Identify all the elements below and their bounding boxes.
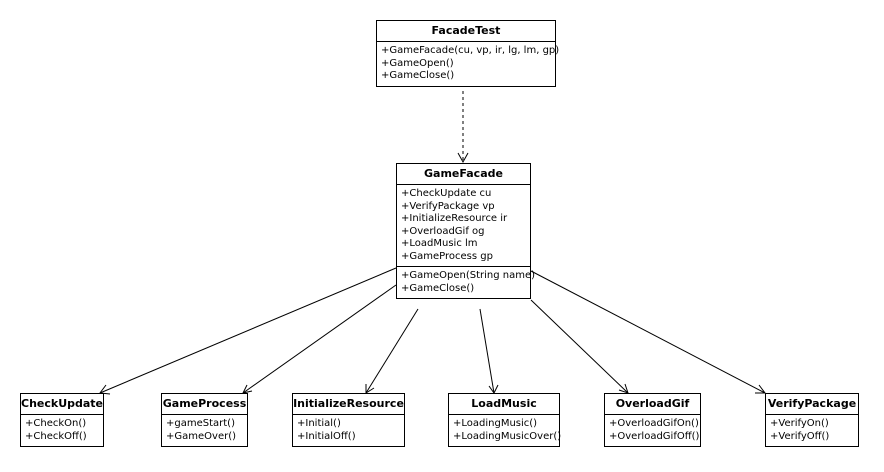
association-line-verify-package bbox=[530, 270, 766, 394]
class-name: FacadeTest bbox=[377, 21, 555, 42]
class-name: VerifyPackage bbox=[766, 394, 858, 415]
operation: +Initial() bbox=[297, 418, 341, 429]
class-name: GameFacade bbox=[397, 164, 530, 185]
operation: +VerifyOff() bbox=[770, 430, 830, 442]
association-line-overload-gif bbox=[530, 299, 629, 394]
operations-compartment: +gameStart() +GameOver() bbox=[162, 415, 247, 446]
operation: +VerifyOn() bbox=[770, 418, 829, 429]
attribute: +InitializeResource ir bbox=[401, 213, 508, 224]
class-overload-gif[interactable]: OverloadGif +OverloadGifOn() +OverloadGi… bbox=[604, 393, 701, 447]
class-name: InitializeResource bbox=[293, 394, 404, 415]
attribute: +VerifyPackage vp bbox=[401, 200, 495, 212]
class-name: GameProcess bbox=[162, 394, 247, 415]
class-facade-test[interactable]: FacadeTest +GameFacade(cu, vp, ir, lg, l… bbox=[376, 20, 560, 87]
operation: +CheckOff() bbox=[25, 430, 87, 442]
operation: +InitialOff() bbox=[297, 430, 356, 442]
operations-compartment: +GameFacade(cu, vp, ir, lg, lm, gp) +Gam… bbox=[377, 42, 560, 86]
operations-compartment: +Initial() +InitialOff() bbox=[293, 415, 404, 446]
operation: +LoadingMusicOver() bbox=[453, 430, 562, 442]
operation: +GameOver() bbox=[166, 430, 237, 442]
class-name: LoadMusic bbox=[449, 394, 559, 415]
operation: +GameClose() bbox=[401, 282, 475, 294]
class-name: OverloadGif bbox=[605, 394, 700, 415]
operation: +GameFacade(cu, vp, ir, lg, lm, gp) bbox=[381, 45, 560, 56]
operation: +CheckOn() bbox=[25, 418, 87, 429]
association-line-initialize-resource bbox=[365, 308, 419, 394]
operation: +OverloadGifOff() bbox=[609, 430, 700, 442]
operations-compartment: +LoadingMusic() +LoadingMusicOver() bbox=[449, 415, 562, 446]
operation: +LoadingMusic() bbox=[453, 418, 538, 429]
operations-compartment: +GameOpen(String name) +GameClose() bbox=[397, 267, 536, 298]
attribute: +OverloadGif og bbox=[401, 225, 485, 237]
association-line-load-music bbox=[479, 308, 495, 394]
operations-compartment: +CheckOn() +CheckOff() bbox=[21, 415, 103, 446]
operation: +GameClose() bbox=[381, 70, 455, 81]
operation: +gameStart() bbox=[166, 418, 235, 429]
class-name: CheckUpdate bbox=[21, 394, 103, 415]
operation: +GameOpen() bbox=[381, 57, 454, 69]
class-game-facade[interactable]: GameFacade +CheckUpdate cu +VerifyPackag… bbox=[396, 163, 536, 299]
operations-compartment: +OverloadGifOn() +OverloadGifOff() bbox=[605, 415, 700, 446]
association-line-game-process bbox=[242, 284, 397, 394]
operation: +GameOpen(String name) bbox=[401, 270, 536, 281]
class-load-music[interactable]: LoadMusic +LoadingMusic() +LoadingMusicO… bbox=[448, 393, 562, 447]
operations-compartment: +VerifyOn() +VerifyOff() bbox=[766, 415, 858, 446]
class-game-process[interactable]: GameProcess +gameStart() +GameOver() bbox=[161, 393, 248, 447]
dependency-arrowhead bbox=[457, 152, 469, 164]
attributes-compartment: +CheckUpdate cu +VerifyPackage vp +Initi… bbox=[397, 185, 530, 267]
attribute: +GameProcess gp bbox=[401, 250, 493, 262]
attribute: +CheckUpdate cu bbox=[401, 188, 492, 199]
association-line-check-update bbox=[99, 267, 397, 394]
class-check-update[interactable]: CheckUpdate +CheckOn() +CheckOff() bbox=[20, 393, 104, 447]
operation: +OverloadGifOn() bbox=[609, 418, 699, 429]
class-initialize-resource[interactable]: InitializeResource +Initial() +InitialOf… bbox=[292, 393, 405, 447]
class-verify-package[interactable]: VerifyPackage +VerifyOn() +VerifyOff() bbox=[765, 393, 859, 447]
attribute: +LoadMusic lm bbox=[401, 238, 478, 249]
